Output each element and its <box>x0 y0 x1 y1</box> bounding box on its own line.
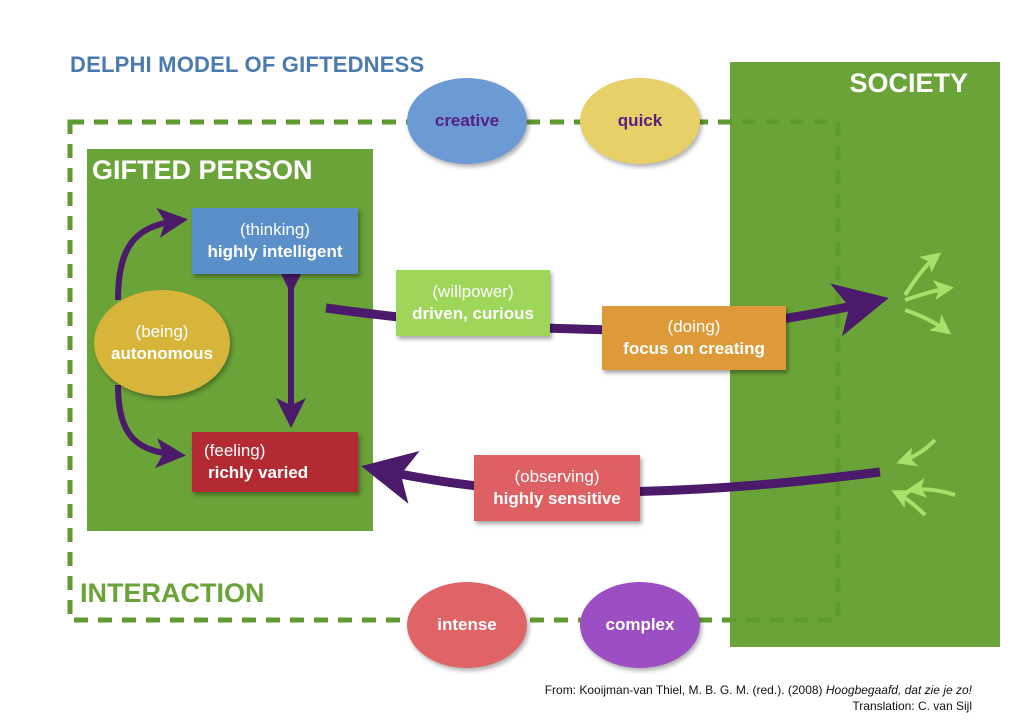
out-wave-1 <box>903 252 942 297</box>
credit-prefix: From: Kooijman-van Thiel, M. B. G. M. (r… <box>544 683 826 697</box>
observing-sub: (observing) <box>514 466 600 486</box>
gifted-person-label: GIFTED PERSON <box>92 155 313 185</box>
observing-main: highly sensitive <box>493 489 621 508</box>
in-wave-3 <box>891 490 927 517</box>
feeling-main: richly varied <box>208 463 309 482</box>
feeling-box: (feeling) richly varied <box>192 432 358 492</box>
being-main: autonomous <box>111 344 213 363</box>
observing-box: (observing) highly sensitive <box>474 455 640 521</box>
intense-ellipse: intense <box>407 582 527 668</box>
complex-ellipse: complex <box>580 582 700 668</box>
thinking-main: highly intelligent <box>207 242 343 261</box>
doing-box: (doing) focus on creating <box>602 306 786 370</box>
thinking-box: (thinking) highly intelligent <box>192 208 358 274</box>
quick-ellipse: quick <box>580 78 700 164</box>
society-label: SOCIETY <box>849 68 968 98</box>
credit-book-title: Hoogbegaafd, dat zie je zo! <box>825 683 972 697</box>
willpower-main: driven, curious <box>412 304 534 323</box>
creative-ellipse: creative <box>407 78 527 164</box>
doing-sub: (doing) <box>667 316 721 336</box>
doing-main: focus on creating <box>623 339 765 358</box>
willpower-box: (willpower) driven, curious <box>396 270 550 336</box>
willpower-sub: (willpower) <box>432 281 514 301</box>
being-feeling-arrow <box>115 384 186 469</box>
diagram-title: DELPHI MODEL OF GIFTEDNESS <box>70 52 425 77</box>
being-ellipse: (being) autonomous <box>94 290 230 396</box>
out-wave-3 <box>904 308 952 335</box>
being-sub: (being) <box>135 321 189 341</box>
feeling-sub: (feeling) <box>204 440 266 460</box>
source-credit: From: Kooijman-van Thiel, M. B. G. M. (r… <box>545 682 972 714</box>
in-wave-1 <box>896 438 937 467</box>
out-wave-2 <box>904 280 954 302</box>
thinking-sub: (thinking) <box>240 219 310 239</box>
credit-translation: Translation: C. van Sijl <box>852 699 972 714</box>
interaction-label: INTERACTION <box>80 578 265 608</box>
in-wave-2 <box>906 477 956 498</box>
being-thinking-arrow <box>115 207 188 301</box>
